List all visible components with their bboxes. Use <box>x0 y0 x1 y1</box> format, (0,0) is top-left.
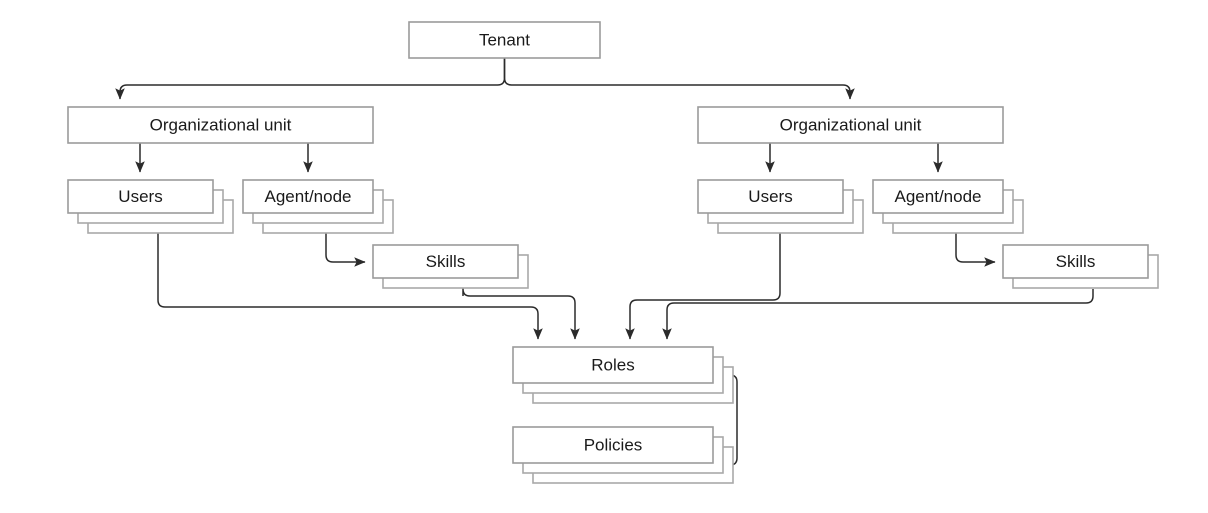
edge-users-right-to-roles <box>625 231 781 340</box>
node-tenant[interactable]: Tenant <box>408 21 601 59</box>
edge-tenant-to-ou-right <box>503 58 855 100</box>
node-users-left-box[interactable] <box>67 179 214 214</box>
node-tenant-box[interactable] <box>408 21 601 59</box>
node-agent-left-box[interactable] <box>242 179 374 214</box>
node-users-right[interactable]: Users <box>697 179 864 234</box>
edge-agent-left-to-skills <box>325 231 366 267</box>
node-agent-right-box[interactable] <box>872 179 1004 214</box>
node-policies[interactable]: Policies <box>512 426 734 484</box>
edge-skills-left-to-roles <box>462 288 580 340</box>
node-agent-left[interactable]: Agent/node <box>242 179 394 234</box>
node-users-right-box[interactable] <box>697 179 844 214</box>
node-policies-box[interactable] <box>512 426 714 464</box>
node-users-left[interactable]: Users <box>67 179 234 234</box>
node-skills-left-box[interactable] <box>372 244 519 279</box>
node-agent-right[interactable]: Agent/node <box>872 179 1024 234</box>
edge-users-left-to-roles <box>157 231 543 340</box>
node-skills-right-box[interactable] <box>1002 244 1149 279</box>
node-skills-right[interactable]: Skills <box>1002 244 1159 289</box>
edge-agent-right-to-skills <box>955 231 996 267</box>
edge-skills-right-to-roles <box>662 289 1094 340</box>
node-ou-right[interactable]: Organizational unit <box>697 106 1004 144</box>
node-skills-left[interactable]: Skills <box>372 244 529 289</box>
edge-tenant-to-ou-left <box>115 58 506 100</box>
node-ou-left-box[interactable] <box>67 106 374 144</box>
node-ou-right-box[interactable] <box>697 106 1004 144</box>
node-ou-left[interactable]: Organizational unit <box>67 106 374 144</box>
node-roles-box[interactable] <box>512 346 714 384</box>
node-roles[interactable]: Roles <box>512 346 734 404</box>
